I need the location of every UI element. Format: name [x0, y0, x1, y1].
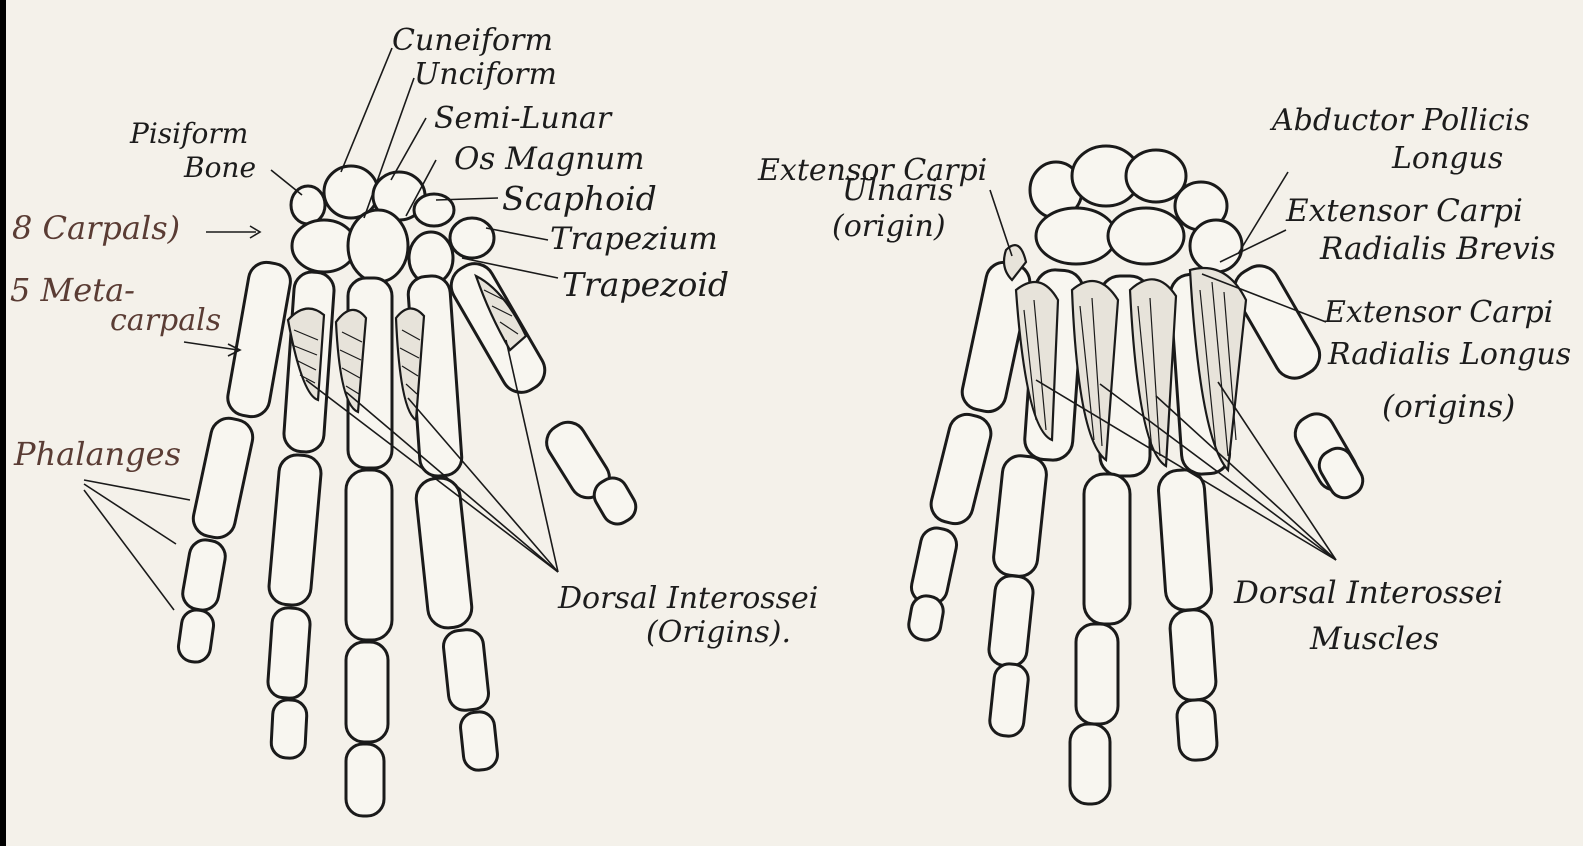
label-ecu-3: (origin)	[832, 212, 946, 242]
right-carpal-bones	[1030, 146, 1242, 272]
label-unciform: Unciform	[414, 60, 557, 90]
label-ecrl-3: (origins)	[1382, 392, 1515, 423]
label-5-metacarpals: 5 Meta-	[10, 274, 135, 306]
label-metacarpals-cont: carpals	[110, 306, 221, 336]
label-dorsal-interossei-muscles-2: Muscles	[1310, 624, 1439, 655]
label-ecrb-1: Extensor Carpi	[1286, 196, 1523, 227]
label-trapezium: Trapezium	[550, 224, 718, 255]
label-dorsal-interossei-muscles-1: Dorsal Interossei	[1234, 578, 1503, 609]
label-apl-1: Abductor Pollicis	[1272, 106, 1530, 136]
label-pisiform: Pisiform	[130, 120, 248, 148]
label-dorsal-interossei-origins-1: Dorsal Interossei	[558, 584, 818, 614]
label-ecrb-2: Radialis Brevis	[1320, 234, 1556, 265]
label-ecrl-2: Radialis Longus	[1328, 340, 1571, 370]
label-trapezoid: Trapezoid	[562, 268, 729, 301]
label-ecrl-1: Extensor Carpi	[1324, 298, 1553, 328]
label-ecu-2: Ulnaris	[842, 176, 953, 206]
label-phalanges: Phalanges	[14, 438, 181, 470]
label-os-magnum: Os Magnum	[454, 144, 645, 175]
anatomy-plate: Cuneiform Unciform Semi-Lunar Pisiform B…	[6, 0, 1583, 846]
label-8-carpals: 8 Carpals)	[12, 212, 180, 244]
label-cuneiform: Cuneiform	[392, 26, 553, 56]
label-apl-2: Longus	[1392, 144, 1503, 174]
label-semi-lunar: Semi-Lunar	[434, 104, 611, 134]
label-dorsal-interossei-origins-2: (Origins).	[646, 618, 791, 648]
label-scaphoid: Scaphoid	[502, 182, 657, 215]
label-pisiform-bone: Bone	[184, 154, 256, 182]
